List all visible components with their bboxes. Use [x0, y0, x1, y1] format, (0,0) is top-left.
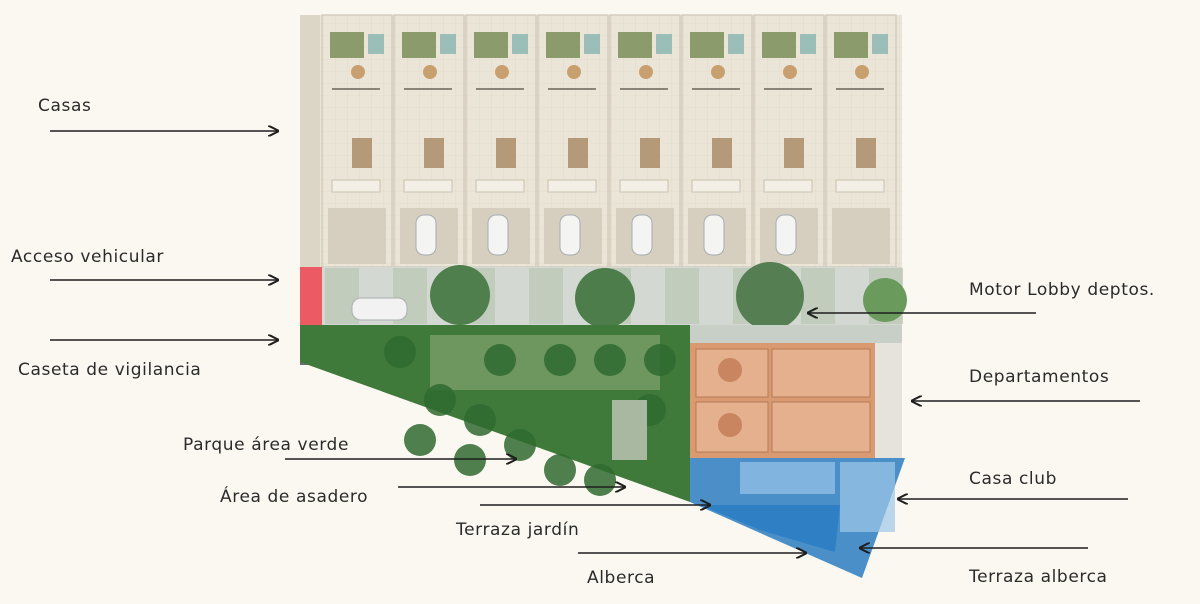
- apartments-block: [690, 325, 902, 458]
- house-unit: [609, 14, 681, 268]
- vehicle-access-highlight: [300, 267, 322, 325]
- house-unit: [321, 14, 393, 268]
- house-unit: [753, 14, 825, 268]
- label-acceso-vehicular: Acceso vehicular: [11, 247, 165, 267]
- label-departamentos: Departamentos: [969, 367, 1110, 387]
- house-unit: [465, 14, 537, 268]
- pool: [700, 505, 840, 552]
- label-casas: Casas: [38, 96, 92, 116]
- stairs: [875, 343, 902, 458]
- label-terraza-alberca: Terraza alberca: [969, 567, 1108, 587]
- house-unit: [825, 14, 897, 268]
- houses-block: [300, 14, 902, 268]
- tree-icon: [504, 429, 536, 461]
- club-house: [740, 462, 835, 494]
- label-alberca: Alberca: [587, 568, 656, 588]
- club-house-pool: [690, 458, 905, 578]
- tree-icon: [464, 404, 496, 436]
- tree-icon: [404, 424, 436, 456]
- label-area-asadero: Área de asadero: [220, 487, 369, 507]
- street: [300, 262, 907, 330]
- house-unit: [537, 14, 609, 268]
- green-park: [300, 325, 690, 502]
- tree-icon: [424, 384, 456, 416]
- tree-icon: [544, 344, 576, 376]
- tree-icon: [430, 265, 490, 325]
- tree-icon: [575, 268, 635, 328]
- tree-icon: [584, 464, 616, 496]
- arrows: [50, 131, 1140, 553]
- side-walkway: [300, 15, 320, 267]
- label-casa-club: Casa club: [969, 469, 1058, 489]
- label-motor-lobby: Motor Lobby deptos.: [969, 280, 1155, 300]
- pool-terrace: [840, 462, 895, 532]
- bbq-area: [612, 400, 647, 460]
- tree-icon: [863, 278, 907, 322]
- tree-icon: [454, 444, 486, 476]
- tree-icon: [384, 336, 416, 368]
- tree-icon: [484, 344, 516, 376]
- tree-icon: [544, 454, 576, 486]
- tree-icon: [736, 262, 804, 330]
- house-unit: [681, 14, 753, 268]
- house-units: [321, 14, 897, 268]
- label-caseta-vigilancia: Caseta de vigilancia: [18, 360, 202, 380]
- label-parque-area-verde: Parque área verde: [183, 435, 349, 455]
- label-terraza-jardin: Terraza jardín: [456, 520, 580, 540]
- car-icon: [351, 297, 408, 321]
- tree-icon: [594, 344, 626, 376]
- house-unit: [393, 14, 465, 268]
- tree-icon: [644, 344, 676, 376]
